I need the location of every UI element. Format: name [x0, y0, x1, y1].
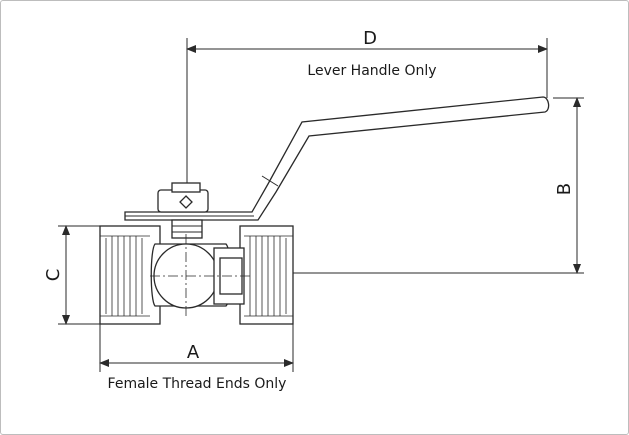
lever-handle-note: Lever Handle Only [307, 63, 436, 79]
stem-nut [157, 182, 209, 239]
dimension-d [186, 38, 548, 190]
dimension-d-label: D [363, 28, 377, 49]
valve-body [99, 225, 294, 325]
dimension-a-label: A [187, 342, 200, 363]
dimension-a [99, 324, 294, 372]
dimension-c [58, 225, 100, 325]
lever-handle [124, 96, 550, 221]
dimension-b [293, 97, 584, 274]
female-thread-note: Female Thread Ends Only [108, 376, 287, 392]
left-thread [100, 235, 150, 317]
dimension-b-label: B [554, 183, 575, 195]
center-lines [150, 234, 250, 316]
dimension-c-label: C [43, 269, 64, 282]
